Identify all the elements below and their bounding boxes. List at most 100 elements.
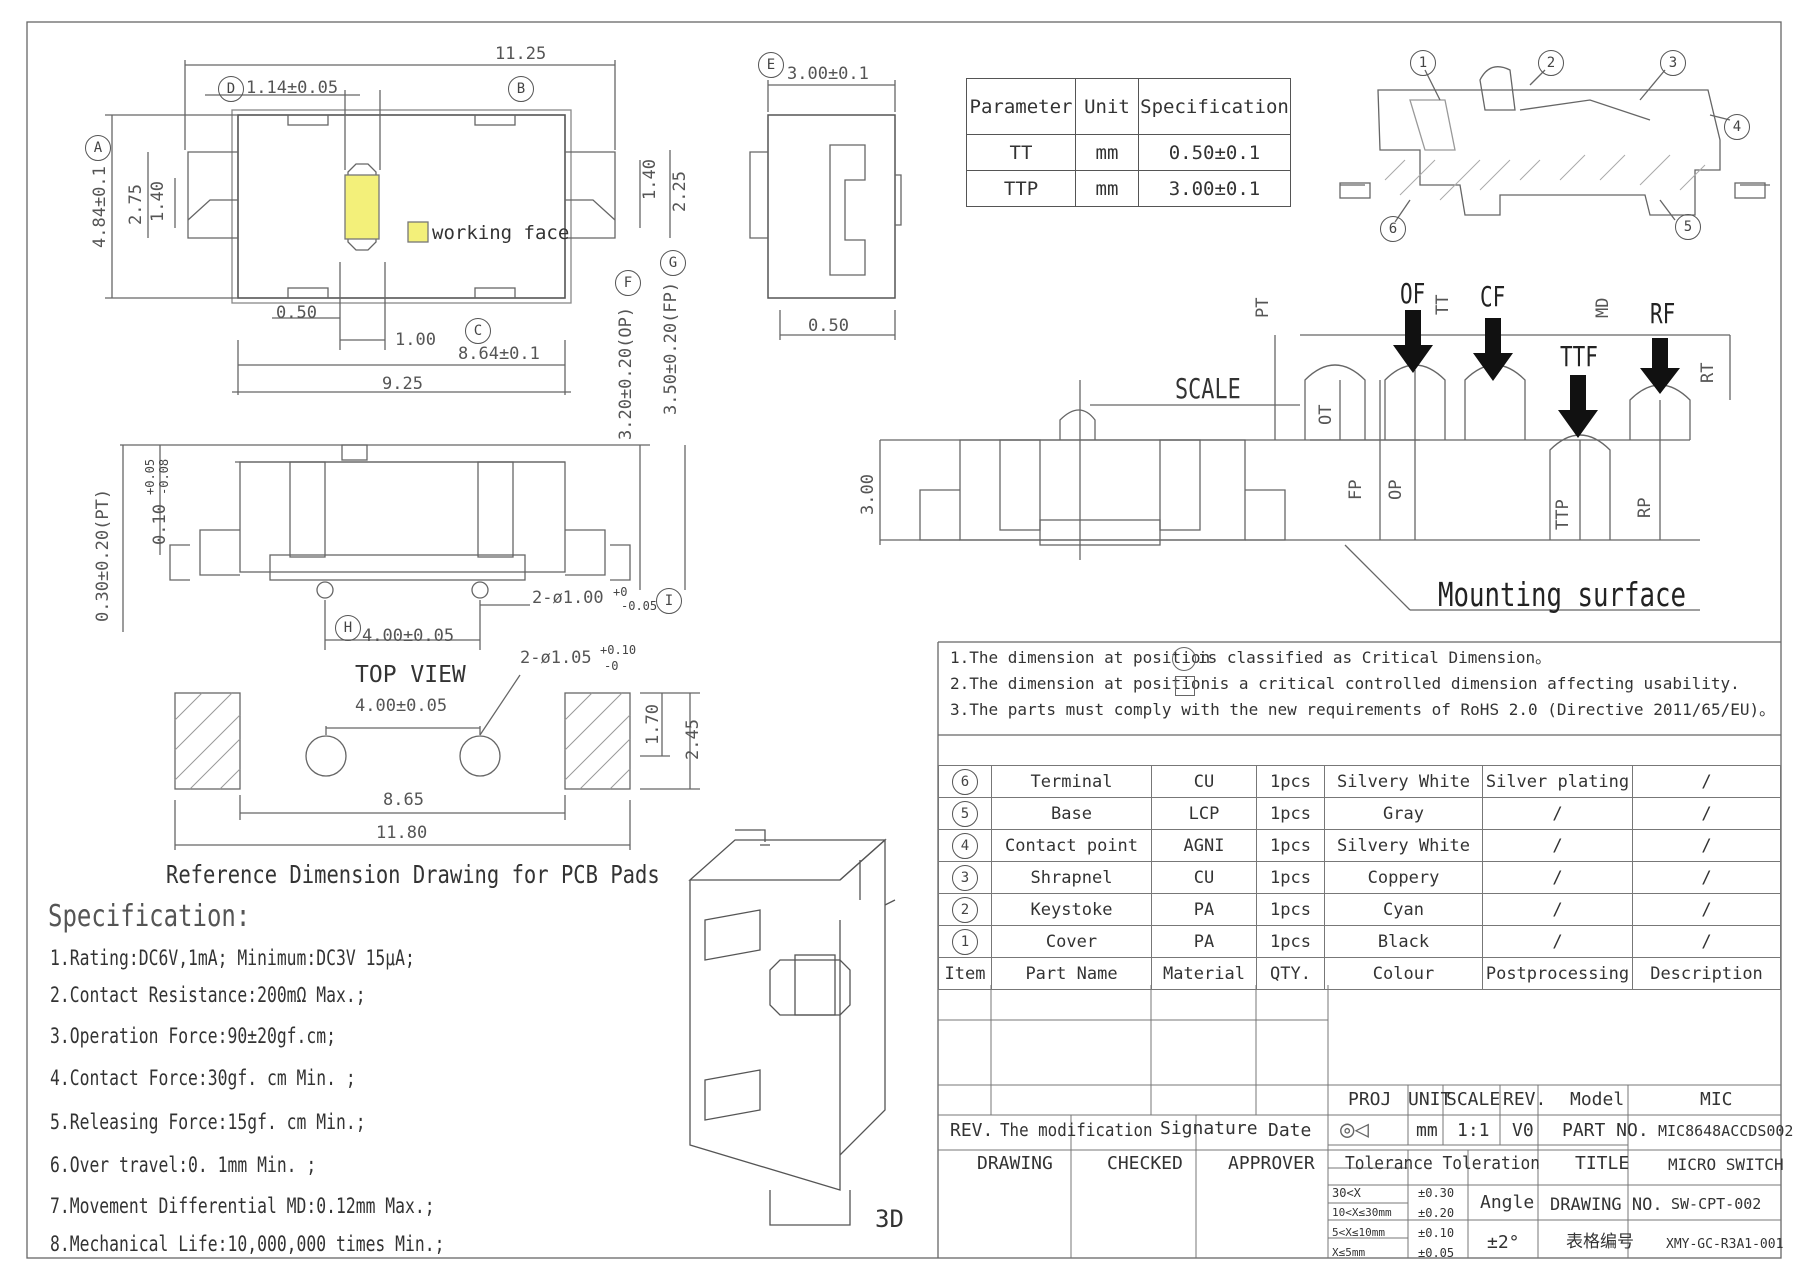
bom-cell: / bbox=[1632, 861, 1781, 894]
section-marker-1: 1 bbox=[1410, 50, 1436, 76]
bom-item: 5 bbox=[938, 797, 992, 830]
label-tt: TT bbox=[1433, 294, 1453, 315]
title-block-grid bbox=[938, 985, 1781, 1258]
bom-cell: Contact point bbox=[991, 829, 1152, 862]
bom-header: Description bbox=[1632, 957, 1781, 990]
bom-cell: LCP bbox=[1151, 797, 1257, 830]
bom-header: Item bbox=[938, 957, 992, 990]
side-3-00: 3.00 bbox=[858, 474, 878, 515]
label-rp: RP bbox=[1635, 497, 1655, 518]
bom-cell: PA bbox=[1151, 893, 1257, 926]
pcb-1-70: 1.70 bbox=[643, 704, 663, 745]
dim-11-25: 11.25 bbox=[495, 44, 547, 64]
dim-9-25: 9.25 bbox=[382, 374, 423, 394]
spec-line-3: 3.Operation Force:90±20gf.cm; bbox=[50, 1024, 336, 1048]
dim-0-50-side: 0.50 bbox=[808, 316, 849, 336]
tb-approver: APPROVER bbox=[1228, 1153, 1315, 1174]
tol-range: X≤5mm bbox=[1332, 1246, 1366, 1259]
label-ot: OT bbox=[1316, 404, 1336, 425]
tol-value: ±0.20 bbox=[1418, 1206, 1455, 1220]
dim-hole: 2-ø1.00 bbox=[532, 588, 604, 608]
tb-angle-value: ±2° bbox=[1487, 1232, 1520, 1253]
force-arrows bbox=[1393, 310, 1680, 438]
tol-range: 30<X bbox=[1332, 1186, 1361, 1200]
bom-cell: / bbox=[1632, 893, 1781, 926]
bom-cell: 1pcs bbox=[1256, 765, 1325, 798]
spec-line-8: 8.Mechanical Life:10,000,000 times Min.; bbox=[50, 1232, 445, 1256]
tol-range: 10<X≤30mm bbox=[1332, 1206, 1392, 1219]
bom-cell: / bbox=[1482, 893, 1633, 926]
dim-4-00: 4.00±0.05 bbox=[362, 626, 455, 646]
spec-line-5: 5.Releasing Force:15gf. cm Min.; bbox=[50, 1110, 366, 1134]
cross-section-drawing bbox=[1339, 66, 1770, 223]
bom-cell: / bbox=[1482, 829, 1633, 862]
bom-header: Postprocessing bbox=[1482, 957, 1633, 990]
label-rt: RT bbox=[1698, 362, 1718, 383]
marker-d: D bbox=[218, 76, 244, 102]
tb-drawing: DRAWING bbox=[977, 1153, 1053, 1174]
tb-checked: CHECKED bbox=[1107, 1153, 1183, 1174]
tb-scale-value: 1:1 bbox=[1457, 1120, 1490, 1141]
dim-1-00: 1.00 bbox=[395, 330, 436, 350]
pcb-4-00: 4.00±0.05 bbox=[355, 696, 448, 716]
bom-cell: Keystoke bbox=[991, 893, 1152, 926]
dim-3-00: 3.00±0.1 bbox=[787, 64, 869, 84]
dim-3-20-op: 3.20±0.20(OP) bbox=[616, 306, 636, 440]
bom-header: Part Name bbox=[991, 957, 1152, 990]
bom-cell: 1pcs bbox=[1256, 797, 1325, 830]
marker-c: C bbox=[465, 318, 491, 344]
scale-label: SCALE bbox=[1175, 372, 1241, 405]
sheet-border bbox=[26, 21, 1782, 1259]
bom-cell: Cyan bbox=[1324, 893, 1483, 926]
bom-cell: Silvery White bbox=[1324, 765, 1483, 798]
bom-cell: 1pcs bbox=[1256, 893, 1325, 926]
dim-3-50-fp: 3.50±0.20(FP) bbox=[661, 281, 681, 415]
tb-tolerance: Tolerance Toleration bbox=[1345, 1153, 1541, 1174]
dim-hole-tol-up: +0 bbox=[613, 585, 628, 599]
marker-i: I bbox=[656, 588, 682, 614]
bom-cell: 1pcs bbox=[1256, 925, 1325, 958]
section-marker-2: 2 bbox=[1538, 50, 1564, 76]
tb-angle: Angle bbox=[1480, 1192, 1535, 1213]
bom-cell: Cover bbox=[991, 925, 1152, 958]
bom-cell: Black bbox=[1324, 925, 1483, 958]
dim-2-25: 2.25 bbox=[670, 171, 690, 212]
param-header-unit: Unit bbox=[1075, 78, 1139, 135]
note-2b: is a critical controlled dimension affec… bbox=[1210, 674, 1740, 693]
bom-header: Material bbox=[1151, 957, 1257, 990]
bom-item: 4 bbox=[938, 829, 992, 862]
tb-form-no: 表格编号 bbox=[1566, 1232, 1634, 1252]
specification-title: Specification: bbox=[48, 899, 251, 934]
dim-1-40-right: 1.40 bbox=[640, 159, 660, 200]
pcb-hole-tol-up: +0.10 bbox=[600, 643, 637, 657]
tb-modification: The modification bbox=[1000, 1120, 1153, 1141]
pcb-title: Reference Dimension Drawing for PCB Pads bbox=[166, 860, 660, 889]
tb-model-value: MIC bbox=[1700, 1089, 1733, 1110]
pcb-hole-tol-down: -0 bbox=[604, 659, 619, 673]
bom-item: 3 bbox=[938, 861, 992, 894]
bom-cell: Base bbox=[991, 797, 1152, 830]
param-cell: TTP bbox=[966, 170, 1076, 207]
pcb-11-80: 11.80 bbox=[376, 823, 428, 843]
dim-0-30-pt: 0.30±0.20(PT) bbox=[93, 488, 113, 622]
bom-cell: / bbox=[1632, 765, 1781, 798]
param-cell: mm bbox=[1075, 134, 1139, 171]
force-travel-diagram bbox=[879, 334, 1731, 611]
marker-e: E bbox=[758, 52, 784, 78]
parameter-table: Parameter Unit Specification TT mm 0.50±… bbox=[966, 78, 1291, 207]
section-marker-4: 4 bbox=[1724, 114, 1750, 140]
marker-f: F bbox=[615, 270, 641, 296]
dim-4-84: 4.84±0.1 bbox=[90, 166, 110, 248]
note-3: 3.The parts must comply with the new req… bbox=[950, 700, 1776, 719]
tb-rev: REV. bbox=[1503, 1089, 1547, 1110]
side-view-drawing bbox=[749, 80, 902, 340]
spec-line-4: 4.Contact Force:30gf. cm Min. ; bbox=[50, 1066, 356, 1090]
tb-scale: SCALE bbox=[1446, 1089, 1501, 1110]
bom-cell: CU bbox=[1151, 765, 1257, 798]
label-of: OF bbox=[1400, 277, 1426, 310]
bom-item: 2 bbox=[938, 893, 992, 926]
